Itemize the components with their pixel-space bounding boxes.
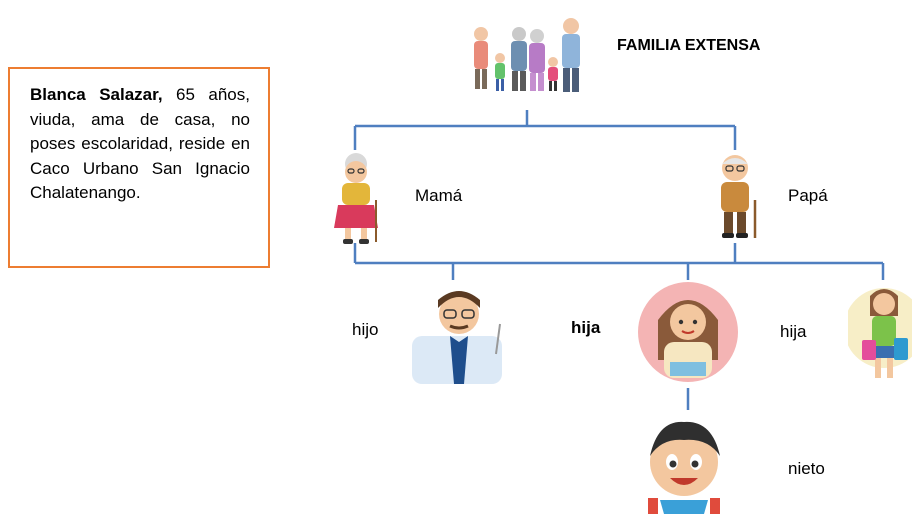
label-grandson: nieto (788, 459, 825, 478)
family-group-icon (474, 18, 580, 92)
label-mother: Mamá (415, 186, 463, 205)
grandmother-icon (334, 153, 378, 244)
label-daughter-2: hija (780, 322, 807, 341)
label-son: hijo (352, 320, 379, 339)
label-daughter-1: hija (571, 318, 601, 337)
label-father: Papá (788, 186, 828, 205)
diagram-title: FAMILIA EXTENSA (617, 37, 761, 54)
info-box: Blanca Salazar, 65 años, viuda, ama de c… (8, 67, 270, 268)
grandson-icon (648, 421, 720, 514)
daughter-icon (638, 282, 738, 382)
person-description: 65 años, viuda, ama de casa, no poses es… (30, 85, 250, 202)
grandfather-icon (721, 155, 757, 238)
person-name: Blanca Salazar, (30, 85, 177, 104)
daughter-shopping-icon (848, 288, 912, 378)
son-icon (412, 291, 502, 384)
